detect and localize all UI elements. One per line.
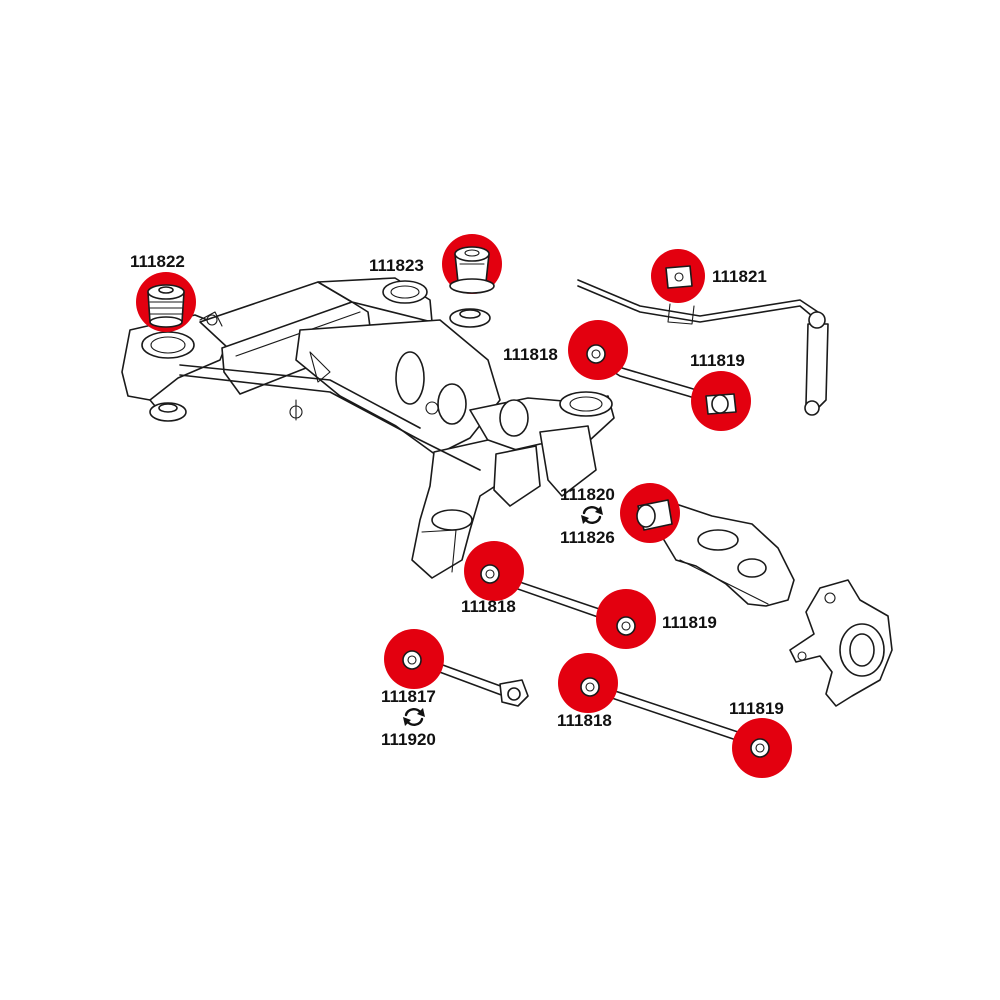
- label-111818-top: 111818: [503, 345, 558, 364]
- rear-subframe: [121, 277, 615, 579]
- label-111823: 111823: [369, 256, 424, 275]
- label-111822: 111822: [130, 252, 185, 271]
- bushing-111822: [147, 284, 185, 328]
- anti-roll-bar: [577, 279, 829, 416]
- label-111819-top: 111819: [690, 351, 745, 370]
- label-111819-mid: 111819: [662, 613, 717, 632]
- bushing-111817: [402, 650, 422, 670]
- bushing-111820: [636, 499, 673, 531]
- lower-link: [593, 683, 757, 747]
- label-111818-bot: 111818: [557, 711, 612, 730]
- bushing-111821: [665, 265, 693, 289]
- bushing-111818-top: [586, 344, 606, 364]
- bushing-111819-mid: [616, 616, 636, 636]
- swap-arrows-icon: [403, 708, 425, 726]
- bushing-111818-bot: [580, 677, 600, 697]
- label-111819-bot: 111819: [729, 699, 784, 718]
- lower-mount-washer: [149, 402, 187, 422]
- label-111826: 111826: [560, 528, 615, 547]
- label-111817: 111817: [381, 687, 436, 706]
- bushing-111819-bot: [750, 738, 770, 758]
- label-111821: 111821: [712, 267, 767, 286]
- swap-arrows-icon: [581, 506, 603, 524]
- part-labels: 111822 111823 111821 111818 111819 11182…: [130, 252, 784, 749]
- label-111818-mid: 111818: [461, 597, 516, 616]
- bushing-111819-top: [705, 393, 737, 415]
- bushing-111823: [449, 246, 495, 294]
- label-111920: 111920: [381, 730, 436, 749]
- trailing-arm: [651, 503, 795, 607]
- upper-mount-washer: [449, 308, 491, 328]
- wheel-knuckle: [789, 579, 893, 707]
- bushing-111818-mid: [480, 564, 500, 584]
- label-111820: 111820: [560, 485, 615, 504]
